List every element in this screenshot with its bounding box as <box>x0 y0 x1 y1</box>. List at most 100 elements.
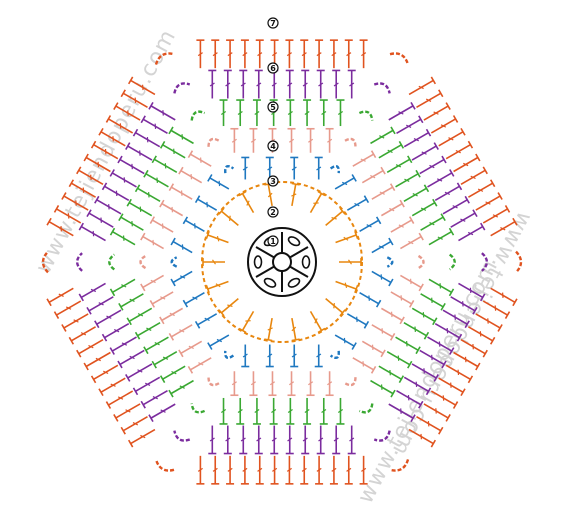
round5-stitch <box>159 140 186 159</box>
round7-stitch <box>423 403 451 422</box>
round6-stitch <box>109 336 137 355</box>
round6-stitch <box>411 142 439 161</box>
round6-stitch <box>239 425 248 455</box>
round6-stitch <box>411 363 439 382</box>
round6-stitch <box>396 115 424 134</box>
round-marker: 5 <box>267 101 279 113</box>
round7-stitch <box>255 455 264 485</box>
round6-stitch <box>388 403 416 422</box>
round2-chain-ring <box>201 181 363 343</box>
round2-stitch <box>238 310 255 334</box>
round-marker-label: 5 <box>270 103 276 112</box>
round4-stitch <box>390 291 415 308</box>
round5-stitch <box>386 350 413 369</box>
oval-chain-icon <box>287 277 301 288</box>
round4-stitch <box>306 371 315 397</box>
round5-stitch <box>403 322 430 340</box>
round2-stitch <box>335 280 359 294</box>
round7-stitch <box>98 377 126 397</box>
round6-stitch <box>301 69 310 99</box>
round2-stitch <box>325 207 346 226</box>
round7-stitch <box>475 313 503 332</box>
round7-stitch <box>460 166 488 186</box>
round5-stitch <box>428 227 455 246</box>
watermark-bottom-right: www.tejiendoperu.com <box>353 255 503 508</box>
round1-stitch <box>289 246 309 259</box>
center-outer-ring <box>247 227 317 297</box>
round7-corner-chain <box>389 459 410 472</box>
round4-stitch <box>249 127 258 153</box>
round4-stitch <box>149 216 174 233</box>
round-marker: 6 <box>267 62 279 74</box>
round7-stitch <box>105 115 134 134</box>
round2-stitch <box>335 230 359 244</box>
round2-stitch <box>205 280 229 294</box>
round3-stitch <box>170 237 193 254</box>
round4-stitch <box>140 274 164 292</box>
round4-stitch <box>361 340 386 358</box>
round2-stitch <box>264 182 273 207</box>
round5-stitch <box>109 278 136 297</box>
round7-stitch <box>468 326 496 345</box>
round6-stitch <box>148 102 176 121</box>
round5-stitch <box>252 397 261 425</box>
round3-stitch <box>371 270 394 287</box>
round7-stitch <box>226 455 235 485</box>
round7-stitch <box>300 455 309 485</box>
round6-stitch <box>442 195 470 215</box>
round5-stitch <box>252 99 261 127</box>
round4-stitch <box>230 127 239 153</box>
round6-stitch <box>254 69 263 99</box>
round3-stitch <box>182 291 205 308</box>
round7-stitch <box>430 390 459 409</box>
round7-stitch <box>46 287 74 307</box>
round6-corner-chain <box>173 82 191 94</box>
round6-stitch <box>132 128 161 148</box>
round7-stitch <box>46 217 74 237</box>
round-marker-label: 2 <box>270 208 276 217</box>
oval-chain-icon <box>287 236 301 247</box>
round7-stitch <box>240 39 249 69</box>
round5-stitch <box>134 322 161 340</box>
round7-stitch <box>359 455 368 485</box>
round5-stitch <box>403 184 430 202</box>
round7-stitch <box>53 205 82 224</box>
round7-stitch <box>445 364 474 384</box>
round7-stitch <box>68 326 96 345</box>
round4-stitch <box>380 307 405 325</box>
round7-stitch <box>315 455 324 485</box>
round1-stitch <box>289 265 309 278</box>
round4-stitch <box>371 324 396 341</box>
round6-stitch <box>442 309 470 329</box>
center-ring <box>247 227 317 297</box>
round7-stitch <box>468 179 496 198</box>
round5-stitch <box>319 99 328 127</box>
round4-stitch <box>249 371 258 397</box>
round6-corner-chain <box>373 430 391 442</box>
round5-stitch <box>411 198 438 217</box>
round3-stitch <box>265 156 274 180</box>
round6-stitch <box>140 390 168 409</box>
round7-stitch <box>196 39 205 69</box>
round6-stitch <box>117 155 145 175</box>
round4-stitch <box>159 199 184 217</box>
round7-stitch <box>120 416 148 435</box>
round5-stitch <box>143 169 169 188</box>
round5-stitch <box>151 155 178 174</box>
round5-stitch <box>411 307 438 326</box>
round7-corner-chain <box>154 52 175 65</box>
round7-stitch <box>68 179 96 198</box>
round3-stitch <box>207 334 230 350</box>
round7-stitch <box>423 102 451 121</box>
round7-stitch <box>120 89 148 108</box>
round3-stitch <box>334 174 357 190</box>
round5-stitch <box>395 336 421 355</box>
round7-stitch <box>490 287 518 307</box>
round7-stitch <box>90 140 119 160</box>
round7-stitch <box>53 300 82 319</box>
round7-stitch <box>113 102 141 121</box>
round6-stitch <box>427 336 455 355</box>
round5-stitch <box>303 99 312 127</box>
round5-stitch <box>420 213 446 231</box>
